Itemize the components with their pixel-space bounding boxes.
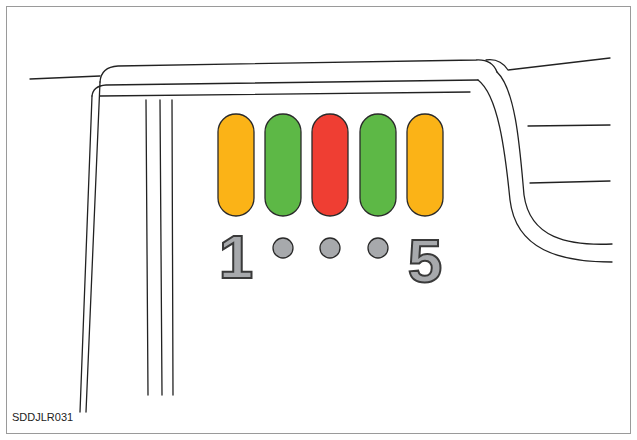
red-light: [312, 114, 348, 216]
amber-light: [407, 114, 443, 216]
door-line: [528, 125, 610, 126]
position-dots: [273, 238, 388, 258]
pillar-line: [172, 100, 173, 395]
amber-light: [218, 114, 254, 216]
roof-lower: [92, 80, 478, 96]
callout-number: 5: [408, 230, 442, 292]
green-light: [360, 114, 396, 216]
indicator-lights: [218, 114, 443, 216]
roof-top: [100, 60, 497, 82]
cab-outline: [30, 58, 612, 412]
door-curve: [478, 80, 612, 262]
door-curve-inner: [497, 72, 612, 244]
position-dot: [273, 238, 293, 258]
pillar-line: [160, 100, 162, 395]
roof-edge-left: [30, 76, 100, 79]
roof-bottom: [100, 92, 470, 96]
frame: [7, 7, 631, 434]
position-dot: [320, 238, 340, 258]
pillar-outer-2: [80, 96, 92, 412]
pillar-line: [146, 100, 148, 395]
door-line: [530, 181, 610, 183]
pillar-outer: [86, 82, 100, 412]
position-dot: [368, 238, 388, 258]
green-light: [265, 114, 301, 216]
roof-right: [486, 58, 610, 70]
callout-number: 1: [219, 226, 253, 288]
figure-code: SDDJLR031: [12, 412, 73, 423]
